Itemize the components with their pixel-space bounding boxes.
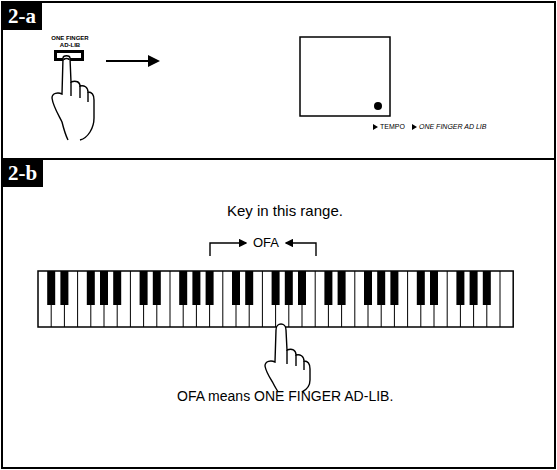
- panel-tag: 2-b: [3, 160, 43, 187]
- indicator-label: TEMPO: [380, 123, 405, 130]
- range-label: OFA: [253, 235, 279, 250]
- panel: 2-a: [1, 1, 556, 160]
- hand: [52, 56, 94, 140]
- button-label: ONE FINGER AD-LIB: [50, 35, 90, 49]
- display: [300, 37, 390, 116]
- keyboard: [38, 271, 513, 327]
- indicator-label: ONE FINGER AD LIB: [419, 123, 486, 130]
- caption: OFA means ONE FINGER AD-LIB.: [177, 388, 393, 404]
- hand: [265, 324, 310, 392]
- arrow: [106, 60, 158, 62]
- panel-tag: 2-a: [3, 3, 42, 30]
- indicator-marks: [373, 124, 417, 130]
- indicator-dot: [374, 102, 382, 110]
- panel: 2-bKey in this range. OFA means ONE FINGE…: [1, 158, 556, 469]
- instruction: Key in this range.: [227, 202, 343, 219]
